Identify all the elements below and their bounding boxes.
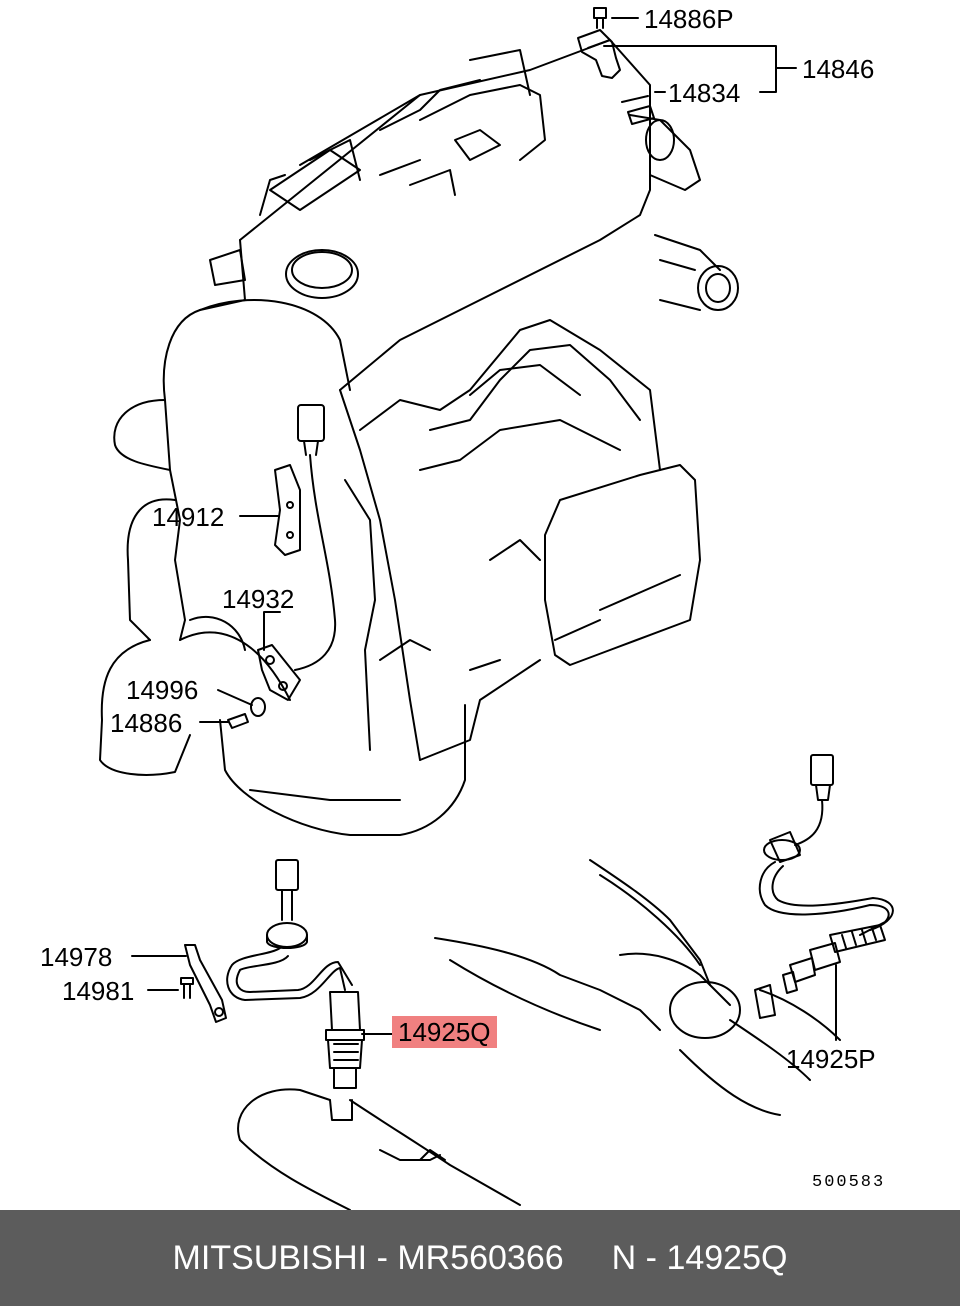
- engine-illustration: [99, 39, 739, 836]
- part-label-14886: 14886: [110, 708, 183, 738]
- part-label-14978: 14978: [40, 942, 113, 972]
- catalytic-converter: [434, 859, 841, 1116]
- crank-sensor-assembly: [227, 404, 337, 729]
- part-label-14996: 14996: [126, 675, 199, 705]
- part-label-14925P: 14925P: [786, 1044, 876, 1074]
- part-label-14981: 14981: [62, 976, 135, 1006]
- rear-oxygen-sensor: [758, 754, 894, 994]
- parts-diagram: [99, 7, 894, 1210]
- footer-brand-part-number: MITSUBISHI - MR560366: [172, 1238, 564, 1277]
- front-exhaust-pipe: [237, 1088, 521, 1210]
- footer-bar: MITSUBISHI - MR560366 N - 14925Q: [0, 1210, 960, 1306]
- leader-lines: [131, 17, 837, 1041]
- part-label-14912: 14912: [152, 502, 225, 532]
- part-label-14834: 14834: [668, 78, 741, 108]
- part-label-14886P: 14886P: [644, 4, 734, 34]
- front-oxygen-sensor: [180, 859, 365, 1089]
- cam-angle-sensor-parts: [577, 7, 655, 125]
- part-label-14846: 14846: [802, 54, 875, 84]
- part-label-14925Q-highlighted[interactable]: 14925Q: [392, 1016, 497, 1048]
- part-label-14932: 14932: [222, 584, 295, 614]
- footer-diagram-reference: N - 14925Q: [611, 1238, 788, 1277]
- diagram-reference-number: 500583: [812, 1173, 886, 1192]
